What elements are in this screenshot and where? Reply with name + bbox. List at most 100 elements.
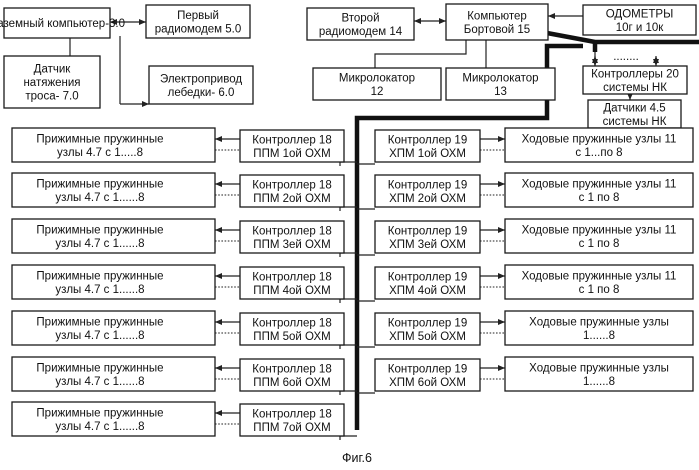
ground-computer-box-label-line: Наземный компьютер-3.0: [0, 18, 125, 30]
ppm-controller-box-label-line: Контроллер 18: [252, 134, 331, 146]
hpm-controller-box: Контроллер 19 ХПМ 5ой ОХМ: [375, 313, 480, 345]
ppm-controller-box-label-line: Контроллер 18: [252, 179, 331, 191]
clamp-nodes-box: Прижимные пружинные узлы 4.7 с 1......8: [12, 357, 215, 391]
blocks: Наземный компьютер-3.0 Первыйрадиомодем 5…: [0, 4, 696, 436]
ppm-controller-box-label-line: Контроллер 18: [252, 363, 331, 375]
ppm-controller-box-label-line: Контроллер 18: [252, 317, 331, 329]
ppm-controller-box: Контроллер 18 ППМ 5ой ОХМ: [240, 313, 344, 345]
radiomodem1-box-label-line: Первый: [177, 10, 219, 22]
ppm-controller-box-label-line: ППМ 5ой ОХМ: [253, 331, 330, 343]
clamp-nodes-box: Прижимные пружинные узлы 4.7 с 1......8: [12, 173, 215, 207]
clamp-nodes-box-label-line: Прижимные пружинные: [36, 133, 163, 145]
run-nodes-box-label-line: Ходовые пружинные узлы 11: [522, 224, 677, 236]
clamp-nodes-box-label-line: узлы 4.7 с 1......8: [55, 192, 144, 204]
radiomodem2-box-label-line: радиомодем 14: [319, 26, 403, 38]
microlocator2-box-label-line: Микролокатор: [462, 72, 538, 84]
run-nodes-box: Ходовые пружинные узлы 11с 1 по 8: [505, 219, 693, 253]
hpm-controller-box: Контроллер 19 ХПМ 3ей ОХМ: [375, 221, 480, 253]
hpm-controller-box-label-line: ХПМ 3ей ОХМ: [389, 239, 466, 251]
hpm-controller-box-label-line: ХПМ 2ой ОХМ: [389, 193, 466, 205]
run-nodes-box-label-line: с 1 по 8: [579, 192, 620, 204]
ppm-controller-box-label-line: Контроллер 18: [252, 408, 331, 420]
hpm-controller-box: Контроллер 19ХПМ 1ой ОХМ: [375, 130, 480, 162]
nk-sensors-box-label-line: системы НК: [603, 116, 667, 128]
hpm-controller-box: Контроллер 19ХПМ 6ой ОХМ: [375, 359, 480, 391]
odometers-box-label-line: ОДОМЕТРЫ: [606, 8, 674, 20]
run-nodes-box-label-line: с 1 по 8: [579, 284, 620, 296]
winch-drive-box-label-line: лебедки- 6.0: [168, 87, 235, 99]
clamp-nodes-box: Прижимные пружинные узлы 4.7 с 1......8: [12, 311, 215, 345]
microlocator1-box: Микролокатор 12: [313, 68, 441, 100]
run-nodes-box-label-line: Ходовые пружинные узлы 11: [522, 270, 677, 282]
clamp-nodes-box-label-line: узлы 4.7 с 1......8: [55, 284, 144, 296]
hpm-controller-box: Контроллер 19ХПМ 2ой ОХМ: [375, 175, 480, 207]
run-nodes-box: Ходовые пружинные узлы 11 с 1...по 8: [505, 128, 693, 162]
clamp-nodes-box-label-line: узлы 4.7 с 1......8: [55, 421, 144, 433]
ppm-controller-box: Контроллер 18 ППМ 2ой ОХМ: [240, 175, 344, 207]
run-nodes-box-label-line: Ходовые пружинные узлы 11: [522, 178, 677, 190]
board-microlocator1-link: [375, 40, 466, 68]
ppm-controller-box-label-line: ППМ 6ой ОХМ: [253, 377, 330, 389]
run-nodes-box: Ходовые пружинные узлы 1......8: [505, 357, 693, 391]
tension-sensor-box-label-line: Датчик: [34, 64, 72, 76]
nk-sensors-box: Датчики 4.5 системы НК: [588, 100, 681, 128]
hpm-controller-box-label-line: ХПМ 5ой ОХМ: [389, 331, 466, 343]
board-computer-box-label-line: Бортовой 15: [464, 24, 530, 36]
odometers-box-label-line: 10г и 10к: [616, 22, 665, 34]
board-computer-box: КомпьютерБортовой 15: [446, 4, 548, 40]
clamp-nodes-box-label-line: Прижимные пружинные: [36, 178, 163, 190]
microlocator1-box-label-line: Микролокатор: [339, 72, 415, 84]
ppm-controller-box-label-line: ППМ 3ей ОХМ: [253, 239, 330, 251]
clamp-nodes-box-label-line: Прижимные пружинные: [36, 407, 163, 419]
tension-sensor-box-label-line: натяжения: [23, 77, 80, 89]
hpm-controller-box-label-line: ХПМ 4ой ОХМ: [389, 285, 466, 297]
nk-controllers-box-label-line: системы НК: [603, 82, 667, 94]
ppm-controller-box-label-line: ППМ 4ой ОХМ: [253, 285, 330, 297]
ppm-controller-box-label-line: Контроллер 18: [252, 225, 331, 237]
run-nodes-box-label-line: с 1...по 8: [575, 147, 622, 159]
nk-dots: ........: [613, 51, 639, 63]
ppm-controller-box-label-line: ППМ 7ой ОХМ: [253, 422, 330, 434]
microlocator1-box-label-line: 12: [371, 86, 384, 98]
clamp-nodes-box-label-line: узлы 4.7 с 1......8: [55, 330, 144, 342]
clamp-nodes-box: Прижимные пружинные узлы 4.7 с 1......8: [12, 265, 215, 299]
microlocator2-box-label-line: 13: [494, 86, 507, 98]
board-computer-box-label-line: Компьютер: [467, 10, 527, 22]
microlocator2-box: Микролокатор 13: [446, 68, 555, 100]
run-nodes-box-label-line: Ходовые пружинные узлы 11: [522, 133, 677, 145]
run-nodes-box: Ходовые пружинные узлы 11 с 1 по 8: [505, 173, 693, 207]
ppm-controller-box: Контроллер 18 ППМ 6ой ОХМ: [240, 359, 344, 391]
winch-drive-box: Электропривод лебедки- 6.0: [149, 66, 253, 104]
hpm-controller-box-label-line: Контроллер 19: [388, 317, 467, 329]
clamp-nodes-box-label-line: Прижимные пружинные: [36, 270, 163, 282]
run-nodes-box-label-line: 1......8: [583, 376, 615, 388]
clamp-nodes-box: Прижимные пружинныеузлы 4.7 с 1......8: [12, 219, 215, 253]
clamp-nodes-box: Прижимные пружинные узлы 4.7 с 1......8: [12, 402, 215, 436]
run-nodes-box-label-line: Ходовые пружинные узлы: [529, 316, 669, 328]
clamp-nodes-box-label-line: узлы 4.7 с 1.....8: [57, 147, 143, 159]
ppm-controller-box: Контроллер 18 ППМ 4ой ОХМ: [240, 267, 344, 299]
winch-drive-box-label-line: Электропривод: [160, 73, 242, 85]
hpm-controller-box-label-line: Контроллер 19: [388, 225, 467, 237]
hpm-controller-box-label-line: Контроллер 19: [388, 134, 467, 146]
clamp-nodes-box-label-line: узлы 4.7 с 1......8: [55, 376, 144, 388]
hpm-controller-box-label-line: Контроллер 19: [388, 271, 467, 283]
nk-controllers-box: Контроллеры 20системы НК: [583, 66, 687, 94]
clamp-nodes-box-label-line: Прижимные пружинные: [36, 224, 163, 236]
figure-caption: Фиг.6: [342, 451, 372, 465]
clamp-nodes-box-label-line: Прижимные пружинные: [36, 316, 163, 328]
radiomodem1-box: Первыйрадиомодем 5.0: [146, 5, 250, 38]
nk-sensors-box-label-line: Датчики 4.5: [603, 102, 665, 114]
hpm-controller-box-label-line: Контроллер 19: [388, 363, 467, 375]
radiomodem2-box: Второй радиомодем 14: [307, 8, 414, 40]
ppm-controller-box: Контроллер 18ППМ 1ой ОХМ: [240, 130, 344, 162]
radiomodem2-box-label-line: Второй: [341, 12, 379, 24]
run-nodes-box-label-line: Ходовые пружинные узлы: [529, 362, 669, 374]
radiomodem1-box-label-line: радиомодем 5.0: [155, 23, 242, 35]
ppm-controller-box-label-line: Контроллер 18: [252, 271, 331, 283]
ppm-controller-box: Контроллер 18 ППМ 7ой ОХМ: [240, 404, 344, 436]
ppm-controller-box-label-line: ППМ 2ой ОХМ: [253, 193, 330, 205]
ground-computer-box: Наземный компьютер-3.0: [0, 8, 125, 38]
clamp-nodes-box-label-line: Прижимные пружинные: [36, 362, 163, 374]
